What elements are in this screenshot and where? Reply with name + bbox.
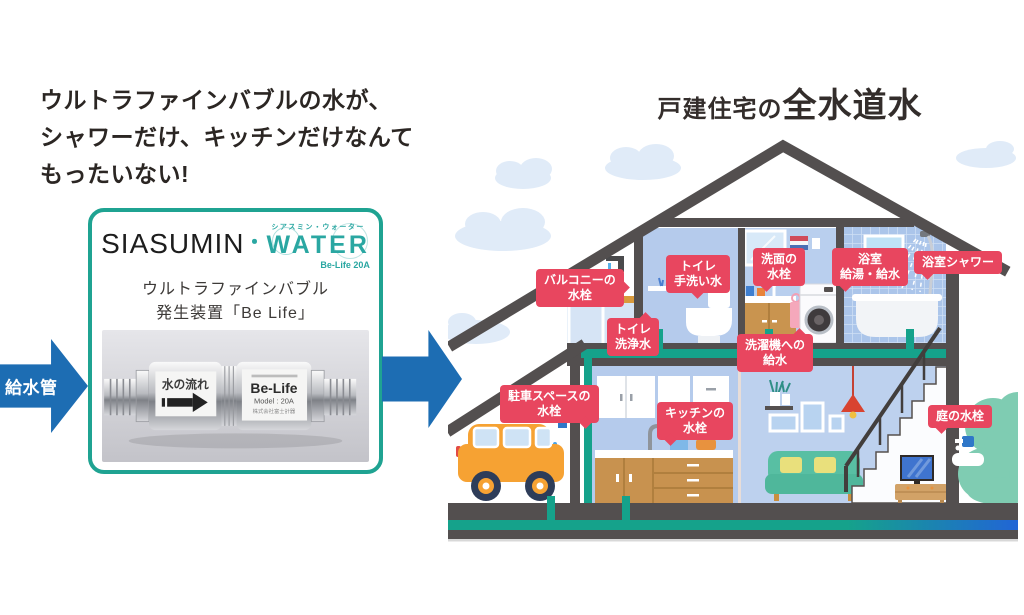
device-maker: 株式会社富士計器	[253, 407, 296, 415]
stair-balusters	[856, 351, 926, 477]
supply-pipe-arrow: 給水管	[0, 339, 88, 433]
pipe-stub	[547, 496, 555, 520]
headline-line-1: ウルトラファインバブルの水が、	[40, 87, 393, 113]
toilet-shelf	[648, 286, 674, 291]
device-body-right: Be-Life Model : 20A 株式会社富士計器	[236, 361, 312, 431]
pipe-stub	[622, 496, 630, 520]
house-illustration	[448, 139, 1018, 542]
headline: ウルトラファインバブルの水が、 シャワーだけ、キッチンだけなんて もったいない!	[40, 82, 414, 193]
cloud-icon	[455, 208, 551, 251]
cloud-icon	[605, 144, 681, 180]
ground-line	[448, 539, 1018, 542]
car	[456, 424, 564, 501]
label-kitchen-faucet: キッチンの 水栓	[657, 402, 734, 440]
sofa	[765, 451, 863, 501]
ground-slab	[448, 503, 1018, 520]
device-left-thread	[104, 369, 150, 423]
first-floor	[456, 254, 959, 504]
garage	[456, 366, 580, 503]
kitchen-lower-cabinets	[595, 458, 733, 503]
logo-dot: ・	[244, 232, 265, 254]
product-description: ウルトラファインバブル 発生装置「Be Life」	[92, 278, 379, 326]
label-parking-faucet: 駐車スペースの 水栓	[500, 385, 599, 423]
garden-faucet-fixture	[952, 436, 984, 466]
tv	[900, 455, 934, 484]
house-title: 戸建住宅の全水道水	[620, 78, 960, 127]
house-title-prefix: 戸建住宅の	[657, 96, 783, 123]
label-toilet-flush: トイレ 洗浄水	[607, 318, 660, 356]
label-balcony-faucet: バルコニーの 水栓	[536, 269, 624, 307]
wall-frames	[768, 401, 845, 433]
product-photo: 水の流れ Be-Life Model : 20A 株式会社富士計器	[102, 330, 369, 462]
living-room	[765, 326, 949, 504]
headline-line-2: シャワーだけ、キッチンだけなんて	[40, 124, 414, 150]
garage-faucet	[553, 423, 567, 446]
device-shadow	[128, 433, 343, 449]
main-water-pipe	[448, 520, 1018, 530]
supply-pipe-label: 給水管	[5, 378, 58, 398]
pendant-lamp	[841, 366, 865, 419]
device-coupling	[221, 366, 237, 426]
ground-base	[448, 530, 1018, 539]
product-description-line-1: ウルトラファインバブル	[141, 281, 329, 298]
label-washbasin-faucet: 洗面の 水栓	[753, 248, 806, 286]
device-flow-label: 水の流れ	[162, 378, 209, 392]
logo-brand-right: WATER	[266, 231, 370, 259]
clouds	[448, 141, 1016, 344]
device-right-thread	[310, 369, 357, 423]
bathtub	[852, 294, 942, 337]
label-garden-faucet: 庭の水栓	[928, 405, 993, 428]
house-title-main: 全水道水	[782, 87, 923, 125]
label-washer-supply: 洗濯機への 給水	[737, 334, 814, 372]
ceiling-slab	[658, 218, 914, 227]
logo-ruby: シアスミン・ウォーター	[271, 224, 365, 231]
device-name: Be-Life	[250, 380, 297, 396]
product-description-line-2: 発生装置「Be Life」	[156, 305, 315, 322]
label-bath-shower: 浴室シャワー	[914, 251, 1003, 274]
device-body-left: 水の流れ	[148, 361, 222, 431]
stair-handrail	[844, 326, 942, 492]
logo-brand-left: SIASUMIN	[101, 228, 245, 259]
kitchen	[595, 376, 733, 503]
label-toilet-handwash: トイレ 手洗い水	[666, 255, 731, 293]
tv-stand	[895, 484, 947, 504]
device-illustration: 水の流れ Be-Life Model : 20A 株式会社富士計器	[104, 361, 357, 449]
plant-shelf	[765, 379, 793, 410]
headline-line-3: もったいない!	[40, 161, 190, 187]
plant-icon	[658, 277, 664, 287]
kitchen-upper-cabinets	[597, 376, 729, 418]
kitchen-counter	[595, 450, 733, 458]
flow-arrow-icon	[192, 392, 208, 413]
label-bath-supply: 浴室 給湯・給水	[832, 248, 909, 286]
cloud-icon	[956, 141, 1016, 168]
ground-and-main-pipe	[448, 496, 1018, 542]
logo-model: Be-Life 20A	[320, 260, 370, 270]
device-model: Model : 20A	[254, 396, 294, 405]
room-divider	[738, 366, 741, 503]
riser-pipe	[584, 358, 592, 522]
cloud-icon	[495, 158, 552, 189]
pot	[696, 439, 716, 450]
garage-wall	[570, 366, 580, 503]
